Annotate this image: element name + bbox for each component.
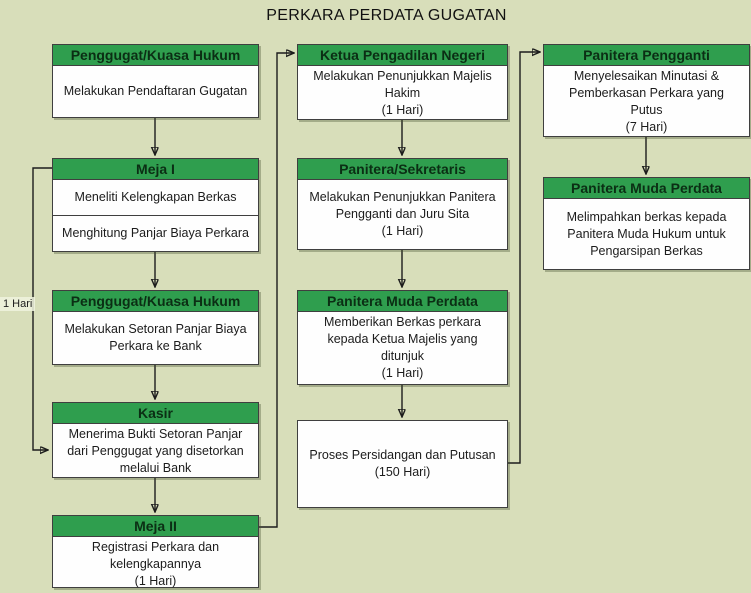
box-header: Meja II bbox=[53, 516, 258, 537]
box-body: Menyelesaikan Minutasi & Pemberkasan Per… bbox=[569, 69, 724, 134]
box-ketua-pengadilan-negeri: Ketua Pengadilan Negeri Melakukan Penunj… bbox=[297, 44, 508, 120]
box-body: Proses Persidangan dan Putusan (150 Hari… bbox=[309, 448, 496, 479]
box-penggugat-kuasa-hukum-2: Penggugat/Kuasa Hukum Melakukan Setoran … bbox=[52, 290, 259, 365]
box-body: Melakukan Penunjukkan Majelis Hakim (1 H… bbox=[313, 69, 492, 117]
connector-meja1-to-kasir-side bbox=[32, 167, 52, 450]
box-header: Penggugat/Kuasa Hukum bbox=[53, 291, 258, 312]
box-header: Ketua Pengadilan Negeri bbox=[298, 45, 507, 66]
box-body: Melakukan Penunjukkan Panitera Pengganti… bbox=[309, 190, 496, 238]
page-title: PERKARA PERDATA GUGATAN bbox=[266, 7, 507, 24]
connector-meja2-to-ketua-pn bbox=[259, 53, 294, 528]
side-duration-label: 1 Hari bbox=[0, 297, 36, 311]
box-body: Melakukan Pendaftaran Gugatan bbox=[63, 84, 248, 98]
box-panitera-muda-perdata-tengah: Panitera Muda Perdata Memberikan Berkas … bbox=[297, 290, 508, 385]
box-header: Panitera Pengganti bbox=[544, 45, 749, 66]
box-header: Meja I bbox=[53, 159, 258, 180]
connector-proses-to-panitera-pengganti bbox=[508, 52, 540, 464]
box-panitera-sekretaris: Panitera/Sekretaris Melakukan Penunjukka… bbox=[297, 158, 508, 250]
box-kasir: Kasir Menerima Bukti Setoran Panjar dari… bbox=[52, 402, 259, 478]
box-body: Memberikan Berkas perkara kepada Ketua M… bbox=[323, 315, 481, 380]
box-body: Melimpahkan berkas kepada Panitera Muda … bbox=[566, 209, 727, 258]
box-header: Panitera Muda Perdata bbox=[298, 291, 507, 312]
box-header: Kasir bbox=[53, 403, 258, 424]
box-panitera-pengganti: Panitera Pengganti Menyelesaikan Minutas… bbox=[543, 44, 750, 137]
box-header: Penggugat/Kuasa Hukum bbox=[53, 45, 258, 66]
box-header: Panitera Muda Perdata bbox=[544, 178, 749, 199]
box-body: Registrasi Perkara dan kelengkapannya (1… bbox=[91, 540, 220, 588]
box-body: Melakukan Setoran Panjar Biaya Perkara k… bbox=[64, 322, 247, 353]
box-row: Menghitung Panjar Biaya Perkara bbox=[62, 226, 249, 240]
box-meja-1: Meja I Meneliti Kelengkapan Berkas Mengh… bbox=[52, 158, 259, 252]
box-panitera-muda-perdata-kanan: Panitera Muda Perdata Melimpahkan berkas… bbox=[543, 177, 750, 270]
box-body: Menerima Bukti Setoran Panjar dari Pengg… bbox=[67, 427, 244, 475]
box-meja-2: Meja II Registrasi Perkara dan kelengkap… bbox=[52, 515, 259, 588]
box-row: Meneliti Kelengkapan Berkas bbox=[53, 180, 258, 216]
box-proses-persidangan: Proses Persidangan dan Putusan (150 Hari… bbox=[297, 420, 508, 508]
box-header: Panitera/Sekretaris bbox=[298, 159, 507, 180]
box-penggugat-kuasa-hukum-1: Penggugat/Kuasa Hukum Melakukan Pendafta… bbox=[52, 44, 259, 118]
